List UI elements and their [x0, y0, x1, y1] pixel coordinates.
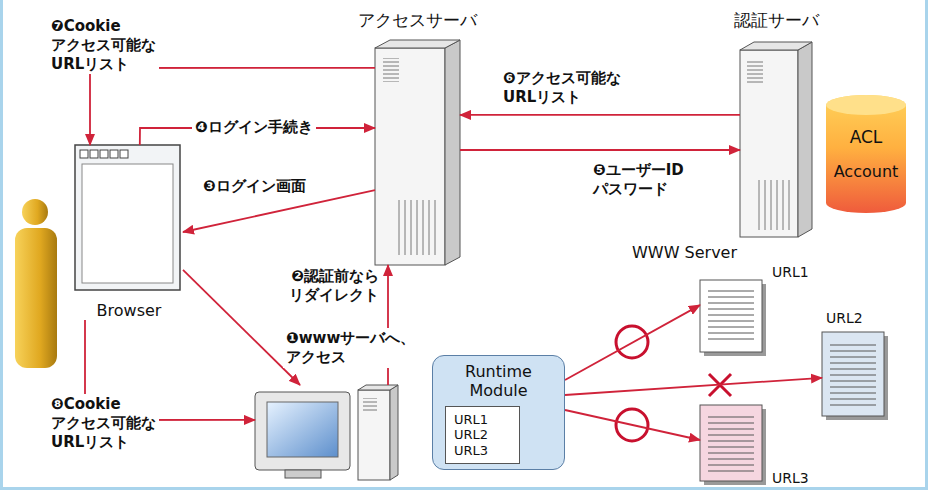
node-box: 認証サーバ	[740, 42, 812, 237]
group-label: WWW Server	[632, 243, 737, 262]
connector-arrow	[460, 114, 740, 116]
node-heading: URL2	[826, 310, 863, 327]
database-cylinder	[826, 95, 906, 213]
node-heading: 認証サーバ	[734, 10, 819, 30]
auth-server-tower	[740, 42, 812, 237]
node-box: URL1	[700, 280, 766, 356]
step-label: ❸ログイン画面	[200, 176, 309, 197]
connector-arrow	[565, 378, 822, 395]
node-box: アクセスサーバ	[375, 40, 460, 265]
node-box: URL2	[822, 332, 888, 420]
step-label: ❽Cookie アクセス可能な URLリスト	[48, 394, 159, 452]
document-icons	[700, 280, 888, 485]
node-heading: URL3	[772, 470, 809, 487]
browser-window	[75, 145, 180, 290]
node-box: Runtime ModuleURL1URL2URL3	[432, 355, 565, 470]
node-text: Runtime Module	[465, 362, 532, 400]
step-label: ❶wwwサーバへ、 アクセス	[283, 328, 418, 368]
node-text: URL2	[454, 427, 488, 443]
node-box	[255, 385, 398, 482]
step-label: ❻アクセス可能な URLリスト	[500, 68, 624, 108]
pc-computer	[255, 385, 398, 480]
node-text: ACL	[850, 127, 883, 147]
step-label: ❼Cookie アクセス可能な URLリスト	[48, 16, 159, 74]
node-box: ACL Account	[826, 95, 906, 213]
connector-arrow	[565, 410, 700, 440]
node-text: Account	[834, 162, 899, 181]
access-marks	[616, 326, 731, 441]
step-label: ❷認証前なら リダイレクト	[286, 266, 382, 306]
node-box: Browser	[75, 145, 183, 320]
user-figure	[15, 199, 57, 368]
connector-arrow	[460, 149, 740, 151]
access-server-tower	[375, 40, 460, 265]
step-label: ❹ログイン手続き	[192, 117, 316, 138]
node-text: URL3	[454, 443, 488, 459]
node-box: URL1URL2URL3	[445, 406, 520, 464]
node-heading: URL1	[772, 264, 809, 281]
node-text: Browser	[97, 301, 162, 320]
node-heading: アクセスサーバ	[358, 10, 477, 30]
connector-arrow	[90, 68, 375, 145]
connector-arrow	[565, 305, 700, 380]
node-box: URL3	[700, 405, 766, 485]
step-label: ❺ユーザーID パスワード	[590, 160, 687, 200]
node-text: URL1	[454, 412, 488, 428]
